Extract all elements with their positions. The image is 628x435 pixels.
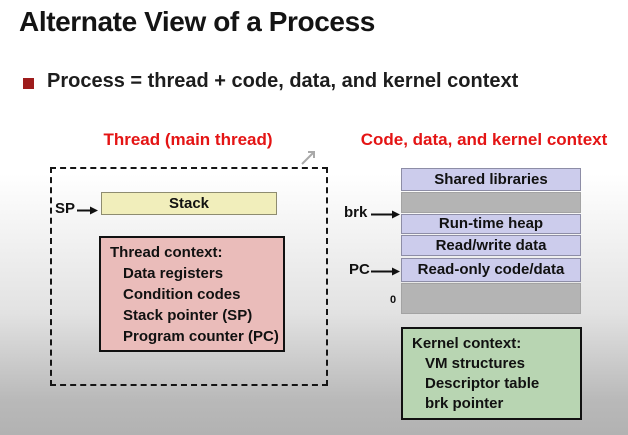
sp-arrow-icon: [77, 203, 98, 221]
cursor-arrow-icon: [299, 145, 321, 172]
segment-read-only-code-data: Read-only code/data: [401, 258, 581, 282]
stack-segment: Stack: [101, 192, 277, 215]
bullet-row: Process = thread + code, data, and kerne…: [23, 70, 518, 93]
brk-pointer-label: brk: [344, 204, 368, 221]
pc-pointer-label: PC: [349, 261, 370, 278]
sp-pointer-label: SP: [55, 200, 76, 217]
thread-context-title: Thread context:: [110, 244, 223, 261]
thread-context-item: Condition codes: [123, 286, 241, 303]
kernel-context-title: Kernel context:: [412, 335, 522, 352]
memory-panel-heading: Code, data, and kernel context: [360, 130, 608, 149]
thread-context-item: Stack pointer (SP): [123, 307, 253, 324]
segment-bottom-gap: [401, 283, 581, 314]
memory-layout-column: Shared libraries Run-time heap Read/writ…: [401, 168, 581, 314]
thread-dashed-box: [50, 167, 328, 386]
kernel-context-item: Descriptor table: [425, 375, 540, 392]
pc-arrow-icon: [371, 264, 400, 282]
bullet-text: Process = thread + code, data, and kerne…: [47, 70, 519, 92]
segment-shared-libraries: Shared libraries: [401, 168, 581, 191]
thread-context-box: Thread context: Data registers Condition…: [99, 236, 285, 352]
segment-read-write-data: Read/write data: [401, 235, 581, 256]
segment-runtime-heap: Run-time heap: [401, 214, 581, 234]
segment-unused-gap: [401, 192, 581, 213]
kernel-context-box: Kernel context: VM structures Descriptor…: [401, 327, 582, 420]
kernel-context-item: VM structures: [425, 355, 526, 372]
page-title: Alternate View of a Process: [19, 6, 375, 37]
thread-context-item: Program counter (PC): [123, 328, 279, 345]
address-zero-label: 0: [390, 294, 397, 306]
thread-context-item: Data registers: [123, 265, 224, 282]
brk-arrow-icon: [371, 207, 400, 225]
thread-panel-heading: Thread (main thread): [103, 130, 273, 149]
bullet-square-icon: [23, 78, 34, 89]
kernel-context-item: brk pointer: [425, 395, 504, 412]
